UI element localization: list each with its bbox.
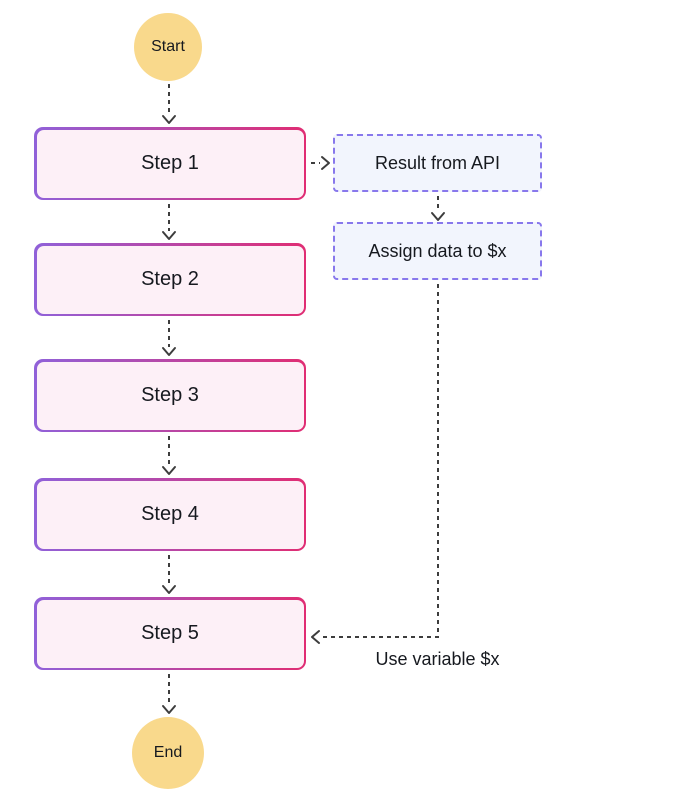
node-assign-data: Assign data to $x <box>333 222 542 280</box>
node-step-1-label: Step 1 <box>36 129 304 198</box>
node-result-from-api: Result from API <box>333 134 542 192</box>
node-step-3-label: Step 3 <box>36 361 304 430</box>
use-variable-label: Use variable $x <box>375 649 500 669</box>
arrowhead-step4-step5 <box>162 585 176 594</box>
node-result-from-api-label: Result from API <box>374 152 501 173</box>
node-step-5-label: Step 5 <box>36 599 304 668</box>
arrowhead-assign-step5 <box>311 630 320 644</box>
node-step-2-label: Step 2 <box>36 245 304 314</box>
arrowhead-step1-step2 <box>162 231 176 240</box>
end-node-label: End <box>153 744 183 761</box>
start-node: Start <box>134 13 202 81</box>
node-assign-data-label: Assign data to $x <box>368 240 507 261</box>
arrowhead-start-step1 <box>162 115 176 124</box>
end-node: End <box>132 717 204 789</box>
arrowhead-step5-end <box>162 705 176 714</box>
start-node-label: Start <box>151 38 185 55</box>
node-step-3: Step 3 <box>34 359 306 432</box>
node-step-4: Step 4 <box>34 478 306 551</box>
node-step-4-label: Step 4 <box>36 480 304 549</box>
arrowhead-step1-result <box>321 156 330 170</box>
node-step-1: Step 1 <box>34 127 306 200</box>
node-step-5: Step 5 <box>34 597 306 670</box>
node-step-2: Step 2 <box>34 243 306 316</box>
arrowhead-step3-step4 <box>162 466 176 475</box>
connector-assign-step5 <box>321 284 439 638</box>
arrowhead-result-assign <box>431 212 445 221</box>
arrowhead-step2-step3 <box>162 347 176 356</box>
